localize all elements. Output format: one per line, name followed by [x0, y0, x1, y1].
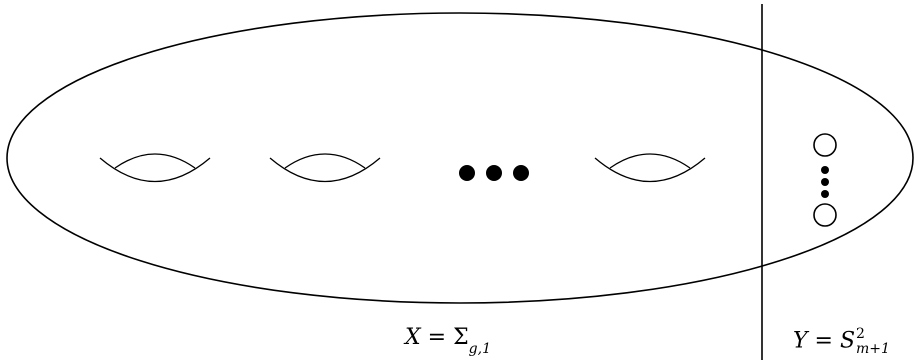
label-y-equals: = — [807, 328, 840, 354]
ellipsis-dot — [821, 190, 829, 198]
handle-2 — [269, 153, 381, 183]
boundary-circle-bottom — [813, 203, 837, 227]
label-x-sub: g,1 — [468, 341, 491, 358]
label-x-name: X — [405, 325, 421, 350]
label-x: X = Σg,1 — [405, 325, 491, 357]
handle-3 — [594, 153, 706, 183]
horizontal-ellipsis — [459, 165, 529, 181]
ellipsis-dot — [513, 165, 529, 181]
label-x-equals: = — [420, 325, 454, 350]
label-y-s: S — [839, 328, 856, 354]
label-y-sub: m+1 — [856, 340, 890, 357]
label-y-name: Y — [793, 328, 808, 354]
surface-outline — [6, 12, 914, 304]
ellipsis-dot — [821, 178, 829, 186]
boundary-circle-top — [813, 133, 837, 157]
ellipsis-dot — [459, 165, 475, 181]
ellipsis-dot — [486, 165, 502, 181]
handle-1 — [99, 153, 211, 183]
label-x-sigma: Σ — [453, 325, 469, 350]
ellipsis-dot — [821, 166, 829, 174]
vertical-ellipsis — [821, 166, 829, 198]
label-y-sup: 2 — [856, 326, 865, 342]
